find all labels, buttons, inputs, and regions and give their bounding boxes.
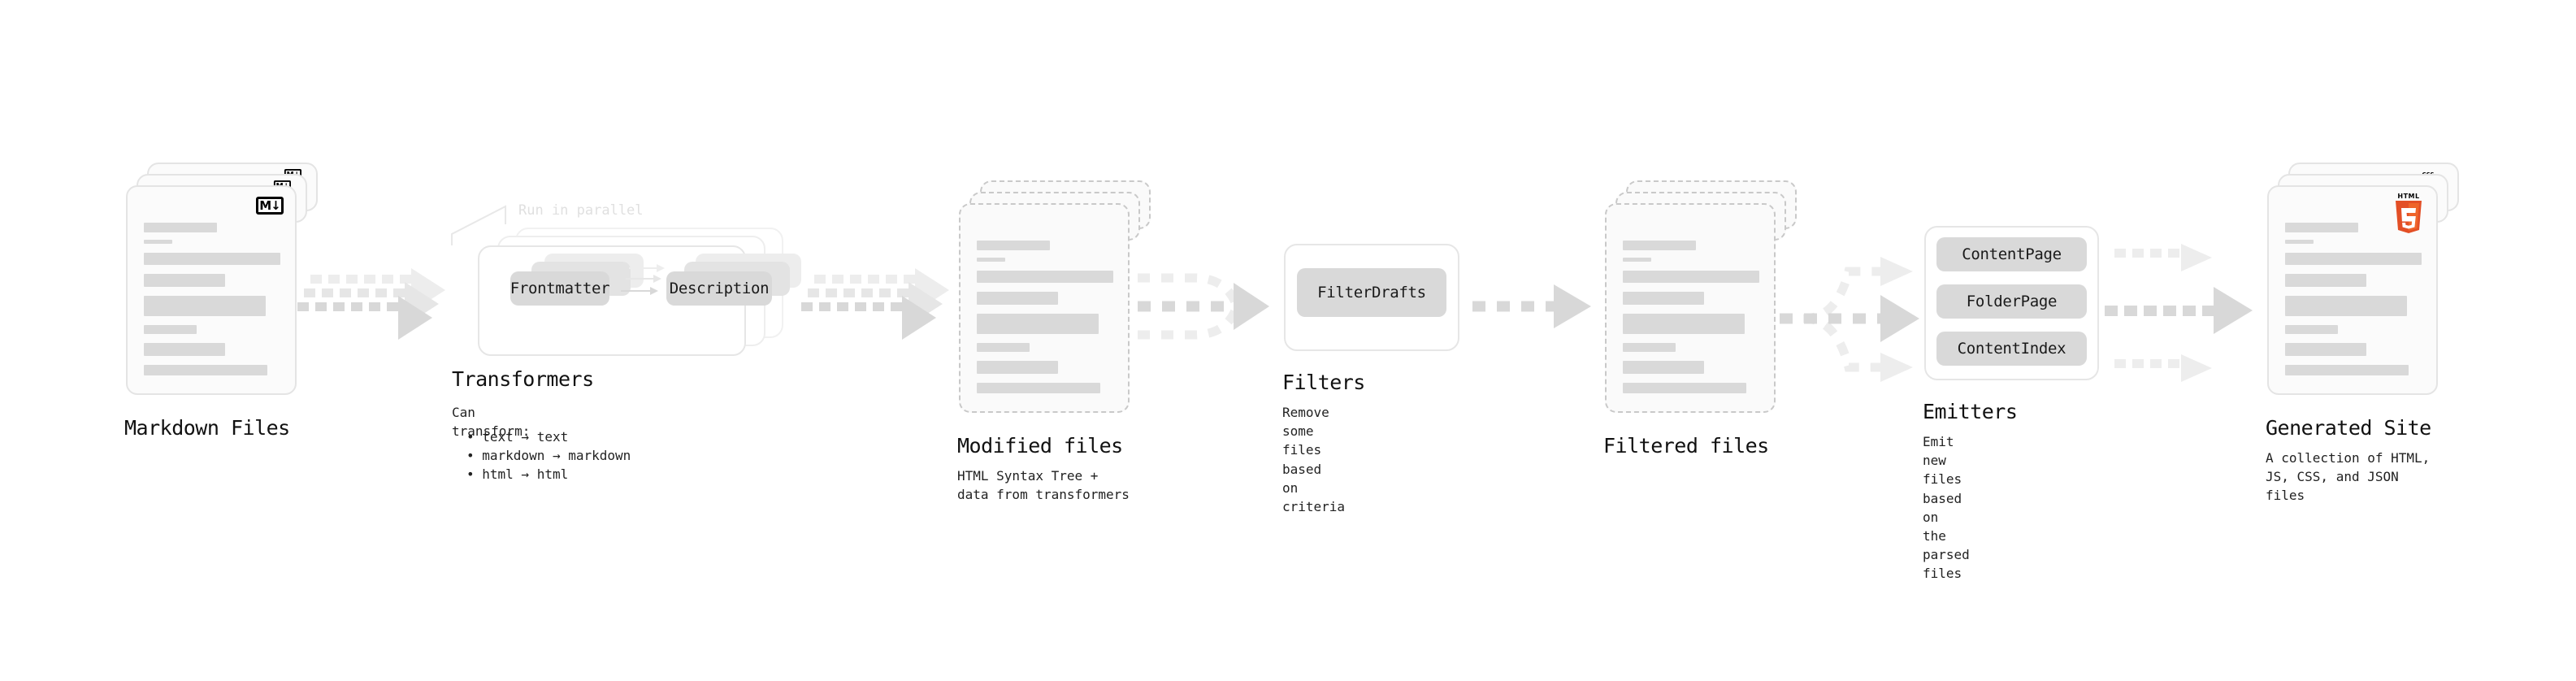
conn-modified-to-filters	[1138, 273, 1269, 340]
conn-filters-to-filtered	[1472, 284, 1591, 328]
site-card-front: HTML	[2267, 185, 2438, 395]
stage-markdown-files: M↓ M↓ M↓	[124, 163, 318, 440]
conn-transformers-to-modified	[801, 268, 949, 340]
stage-modified-files: Modified files HTML Syntax Tree + data f…	[957, 180, 1151, 502]
transformers-bullet-2: html → html	[466, 465, 631, 484]
conn-filtered-to-emitters	[1780, 257, 1919, 382]
filters-subtitle: Remove some files based on criteria	[1282, 405, 1346, 514]
stage-filtered-files: Filtered files	[1603, 180, 1797, 458]
filtered-card-skeleton	[1607, 205, 1774, 411]
conn-markdown-to-transformers	[297, 268, 445, 340]
modified-card-skeleton	[961, 205, 1128, 411]
emitter-pill-contentindex[interactable]: ContentIndex	[1936, 332, 2087, 366]
emitter-pill-contentpage[interactable]: ContentPage	[1936, 237, 2087, 271]
stage-title-modified-files: Modified files	[957, 434, 1123, 458]
markdown-file-stack: M↓ M↓ M↓	[126, 163, 318, 398]
emitter-pill-folderpage[interactable]: FolderPage	[1936, 284, 2087, 319]
run-in-parallel-note: Run in parallel	[518, 202, 644, 219]
site-card-skeleton	[2269, 187, 2436, 393]
transformer-inner-arrows	[621, 264, 665, 295]
stage-generated-site: CSS HTML	[2266, 163, 2459, 503]
emitters-subtitle: Emit new files based on the parsed files	[1923, 434, 1970, 582]
modified-files-subtitle: HTML Syntax Tree + data from transformer…	[957, 468, 1130, 503]
filtered-card-front	[1605, 203, 1776, 413]
stage-title-filters: Filters	[1282, 371, 1365, 394]
transformers-bullet-list: text → text markdown → markdown html → h…	[466, 427, 631, 484]
transformers-bullet-1: markdown → markdown	[466, 446, 631, 465]
transformers-bullet-0: text → text	[466, 427, 631, 446]
stage-title-transformers: Transformers	[452, 367, 594, 391]
run-in-parallel-leader-line	[451, 205, 506, 245]
modified-file-stack	[959, 180, 1151, 416]
conn-emitters-to-site	[2105, 244, 2253, 382]
transformer-pill-description[interactable]: Description	[666, 271, 772, 306]
generated-site-subtitle: A collection of HTML, JS, CSS, and JSON …	[2266, 450, 2431, 504]
filter-pill-filterdrafts[interactable]: FilterDrafts	[1297, 268, 1446, 317]
stage-title-markdown-files: Markdown Files	[124, 416, 290, 440]
stage-title-emitters: Emitters	[1923, 400, 2018, 423]
stage-title-generated-site: Generated Site	[2266, 416, 2431, 440]
stage-title-filtered-files: Filtered files	[1603, 434, 1769, 458]
markdown-card-front: M↓	[126, 185, 297, 395]
modified-card-front	[959, 203, 1130, 413]
transformer-pill-frontmatter[interactable]: Frontmatter	[510, 271, 610, 306]
html5-icon: HTML	[2394, 193, 2423, 233]
markdown-icon: M↓	[256, 197, 284, 215]
markdown-card-skeleton	[128, 187, 295, 393]
generated-site-file-stack: CSS HTML	[2267, 163, 2459, 398]
filtered-file-stack	[1605, 180, 1797, 416]
